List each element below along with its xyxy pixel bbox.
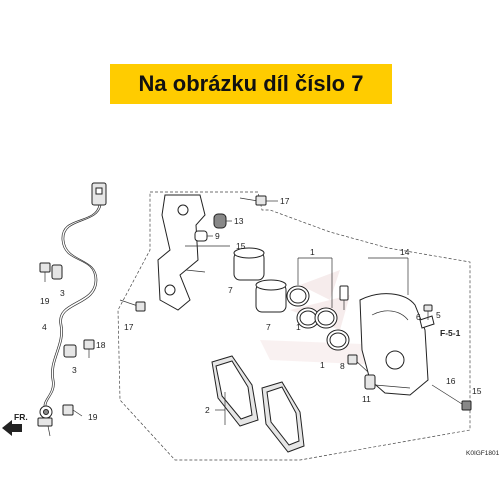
direction-label: FR. (14, 412, 28, 422)
screw-5 (423, 304, 433, 320)
callout-16: 16 (446, 376, 456, 386)
callout-1-low: 1 (320, 360, 325, 370)
caliper-body (359, 293, 429, 396)
callout-8: 8 (340, 361, 345, 371)
seal-set-1 (286, 285, 350, 351)
callout-3-upper: 3 (60, 288, 65, 298)
title-text: Na obrázku díl číslo 7 (138, 71, 364, 96)
callout-7-upper: 7 (228, 285, 233, 295)
callout-19-upper: 19 (40, 296, 50, 306)
assembly-outline (117, 191, 471, 461)
reference-f51: F-5-1 (440, 328, 461, 338)
callout-12: 13 (234, 216, 244, 226)
callout-6: 6 (416, 312, 421, 322)
callout-1-mid: 1 (296, 322, 301, 332)
leader-lines (185, 200, 409, 425)
title-banner: Na obrázku díl číslo 7 (110, 64, 392, 104)
callout-4: 4 (42, 322, 47, 332)
bolt-18 (83, 339, 95, 358)
clip-6 (419, 315, 435, 329)
callout-3-lower: 3 (72, 365, 77, 375)
boot-12 (213, 213, 227, 229)
figure-code: K0IGF1801 (466, 450, 500, 457)
callout-7-lower: 7 (266, 322, 271, 332)
callout-15: 15 (472, 386, 482, 396)
piston-7-b (255, 279, 287, 313)
front-arrow-icon (2, 420, 22, 436)
bolt-19-upper (39, 262, 51, 282)
callout-11: 11 (362, 394, 371, 404)
callout-5: 5 (436, 310, 441, 320)
callout-1-top: 1 (310, 247, 315, 257)
bolt-17-left (119, 299, 146, 312)
callout-9: 9 (215, 231, 220, 241)
callout-18: 18 (96, 340, 106, 350)
nut-15 (461, 400, 472, 411)
plug-11 (364, 374, 376, 390)
callout-13: 14 (400, 247, 410, 257)
bleeder-screw (339, 285, 349, 310)
callout-17-top: 17 (280, 196, 290, 206)
pin-9 (194, 230, 208, 242)
piston-7-a (233, 247, 265, 281)
brake-pads (211, 355, 305, 453)
bolt-19-lower (62, 404, 83, 417)
bolt-16 (431, 384, 463, 405)
caliper-bracket (157, 194, 206, 311)
callout-17-left: 17 (124, 322, 134, 332)
wheel-speed-sensor (37, 182, 107, 437)
callout-14: 15 (236, 241, 246, 251)
bolt-17-top (239, 195, 267, 206)
callout-19-lower: 19 (88, 412, 98, 422)
callout-2: 2 (205, 405, 210, 415)
pad-pin-8 (347, 354, 369, 373)
